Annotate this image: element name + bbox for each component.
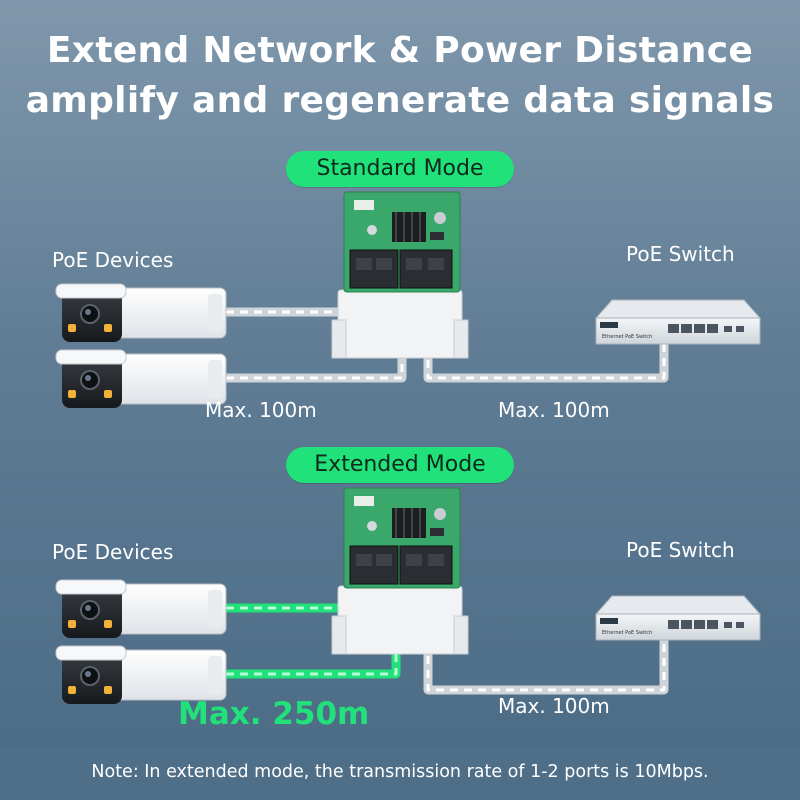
standard-devices-label: PoE Devices: [52, 248, 174, 272]
camera-icon: [55, 283, 227, 343]
standard-right-distance: Max. 100m: [498, 398, 610, 422]
standard-switch-label: PoE Switch: [626, 242, 735, 266]
footer-bar: [0, 746, 800, 800]
standard-section: [55, 191, 761, 409]
camera-icon: [55, 349, 227, 409]
standard-mode-badge: Standard Mode: [286, 151, 514, 187]
extended-mode-badge: Extended Mode: [286, 447, 514, 483]
extender-device: [331, 191, 469, 359]
standard-left-distance: Max. 100m: [205, 398, 317, 422]
extended-section: [55, 487, 761, 705]
footer-note: Note: In extended mode, the transmission…: [91, 762, 709, 782]
extended-left-distance: Max. 250m: [178, 696, 370, 732]
extender-device: [331, 487, 469, 655]
camera-icon: [55, 579, 227, 639]
title-line-1: Extend Network & Power Distance: [46, 30, 754, 71]
title-line-2: amplify and regenerate data signals: [25, 80, 775, 121]
extended-switch-label: PoE Switch: [626, 538, 735, 562]
extended-right-distance: Max. 100m: [498, 694, 610, 718]
extended-devices-label: PoE Devices: [52, 540, 174, 564]
poe-switch-icon: [595, 299, 761, 345]
poe-switch-icon: [595, 595, 761, 641]
